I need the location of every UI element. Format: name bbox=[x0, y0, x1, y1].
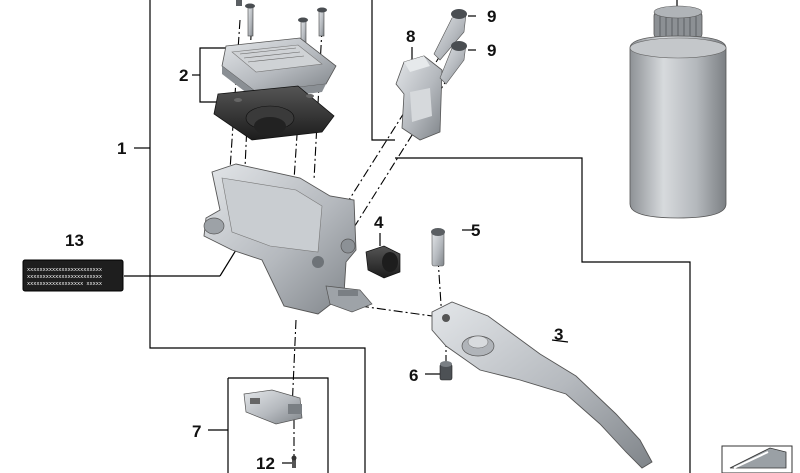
callout-7: 7 bbox=[192, 422, 201, 441]
callout-5: 5 bbox=[471, 221, 480, 240]
switch-screw bbox=[291, 455, 297, 468]
pivot-bolt bbox=[431, 228, 445, 267]
callout-labels: 1 2 3 4 5 6 7 8 9 9 12 13 bbox=[65, 7, 563, 473]
master-cylinder-body bbox=[203, 163, 373, 315]
brake-fluid-bottle bbox=[629, 5, 727, 219]
callout-12: 12 bbox=[256, 454, 275, 473]
label-line-3: xxxxxxxxxxxxxxxxxx xxxxx bbox=[27, 281, 102, 287]
callout-4: 4 bbox=[374, 213, 384, 232]
handlebar-clamp bbox=[395, 55, 443, 141]
callout-3: 3 bbox=[554, 325, 563, 344]
callout-1: 1 bbox=[117, 139, 126, 158]
label-plate: xxxxxxxxxxxxxxxxxxxxxxxx xxxxxxxxxxxxxxx… bbox=[22, 259, 124, 292]
callout-9-upper: 9 bbox=[487, 7, 496, 26]
cover-screw-left bbox=[236, 0, 255, 37]
rubber-diaphragm bbox=[213, 85, 335, 141]
callout-9-lower: 9 bbox=[487, 41, 496, 60]
brake-light-switch bbox=[243, 389, 303, 425]
clamp-bolt-lower bbox=[439, 41, 467, 85]
brake-lever bbox=[431, 301, 653, 469]
lever-nut bbox=[439, 361, 453, 381]
group-1-frame bbox=[134, 0, 691, 473]
label-line-2: xxxxxxxxxxxxxxxxxxxxxxxx bbox=[27, 274, 102, 280]
callout-13: 13 bbox=[65, 231, 84, 250]
callout-8: 8 bbox=[406, 27, 415, 46]
callout-6: 6 bbox=[409, 366, 418, 385]
callout-2: 2 bbox=[179, 66, 188, 85]
cover-screw-right-b bbox=[317, 7, 327, 37]
fold-corner-icon bbox=[721, 445, 793, 473]
rubber-boot bbox=[365, 245, 401, 279]
label-line-1: xxxxxxxxxxxxxxxxxxxxxxxx bbox=[27, 267, 102, 273]
